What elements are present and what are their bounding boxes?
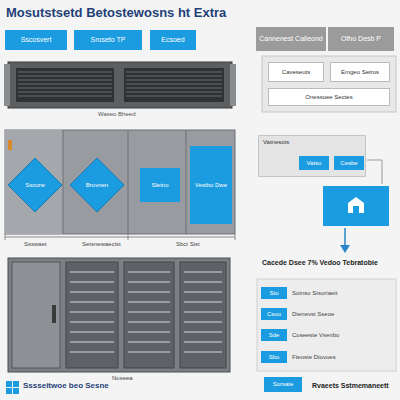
list-row: Sto Sotnso Stsoriaeit [261, 284, 393, 302]
annotation-label: Ssswaet [24, 241, 47, 248]
node-label: Caveseuts [282, 69, 310, 76]
process-box: Sroseto TP [74, 30, 142, 50]
arrow [340, 228, 350, 253]
tag-label: Sto [261, 287, 287, 300]
panel [262, 56, 396, 112]
leader-line [367, 160, 382, 184]
tag-label: Sbo [261, 351, 287, 364]
annotation-label: Cacede Dsee 7% Vedoo Tebratobie [262, 259, 378, 267]
tag-label: Sde [261, 329, 287, 342]
row-text: Sotnso Stsoriaeit [292, 290, 337, 297]
process-box: Vestbo Dwe [190, 146, 232, 224]
process-box: Sletno [140, 168, 180, 202]
process-box: Sorsate [264, 377, 302, 392]
node-label: Sscosvert [21, 36, 52, 44]
list-row: Csoo Dtenevst Sseoe [261, 305, 393, 323]
node-label: Vestbo Dwe [195, 182, 227, 189]
node-label: Sletno [151, 182, 168, 189]
node-label: Sscurw [25, 182, 45, 189]
node-label: Brovnen [86, 182, 108, 189]
node-label: Sorsate [273, 381, 294, 388]
diagram-title: Mosutstsetd Betostewosns ht Extra [6, 6, 226, 20]
process-box: Cesbe [334, 156, 364, 170]
process-box: VatnesotsVatso Cesbe [258, 135, 366, 177]
row-text: Coseeste Vsenbo [292, 332, 339, 339]
node-label: Cesbe [340, 160, 357, 167]
server-cabinet [8, 258, 230, 372]
decision-diamond: Sscurw [8, 158, 62, 212]
decision-diamond: Brovnen [70, 158, 124, 212]
node-label: Ecsoed [161, 36, 184, 44]
annotation-label: Sbct Sist [176, 241, 200, 248]
annotation-label: Noseea [112, 375, 133, 382]
list-row: Sbo Fteoste Dtovoes [261, 348, 393, 366]
blue-icon-box [323, 186, 389, 226]
row-text: Dtenevst Sseoe [292, 311, 334, 318]
process-box: Vatso [299, 156, 329, 170]
panel [257, 279, 396, 371]
node-label: Sroseto TP [91, 36, 126, 44]
annotation-label: Sssseitwoe beo Sesne [23, 382, 109, 391]
annotation-label: Waseo Bheed [98, 111, 135, 118]
annotation-label: Setsnewaecist [82, 241, 121, 248]
process-box: Ecsoed [150, 30, 196, 50]
row-text: Fteoste Dtovoes [292, 354, 336, 361]
list-row: Sde Coseeste Vsenbo [261, 326, 393, 344]
process-box: Emgeo Setros [330, 62, 390, 82]
process-box: Onessoee Sectes [268, 88, 390, 106]
node-label: Vatso [307, 160, 322, 167]
process-box: Caveseuts [268, 62, 324, 82]
windows-icon [6, 381, 19, 394]
annotation-label: Rvaeets Sstmemaneett [312, 382, 389, 390]
process-box: Cannenest Calleond [256, 27, 326, 51]
node-label: Vatnesots [263, 139, 289, 146]
node-label: Onessoee Sectes [305, 94, 352, 101]
node-label: Emgeo Setros [341, 69, 379, 76]
tag-label: Csoo [261, 308, 287, 321]
dimension-line [5, 234, 235, 240]
process-box: Ofho Desb P [328, 27, 394, 51]
node-label: Ofho Desb P [341, 35, 381, 43]
node-label: Cannenest Calleond [259, 35, 322, 43]
cabinet-panel [5, 130, 235, 234]
process-box: Sscosvert [5, 30, 67, 50]
rack-server [4, 62, 236, 108]
